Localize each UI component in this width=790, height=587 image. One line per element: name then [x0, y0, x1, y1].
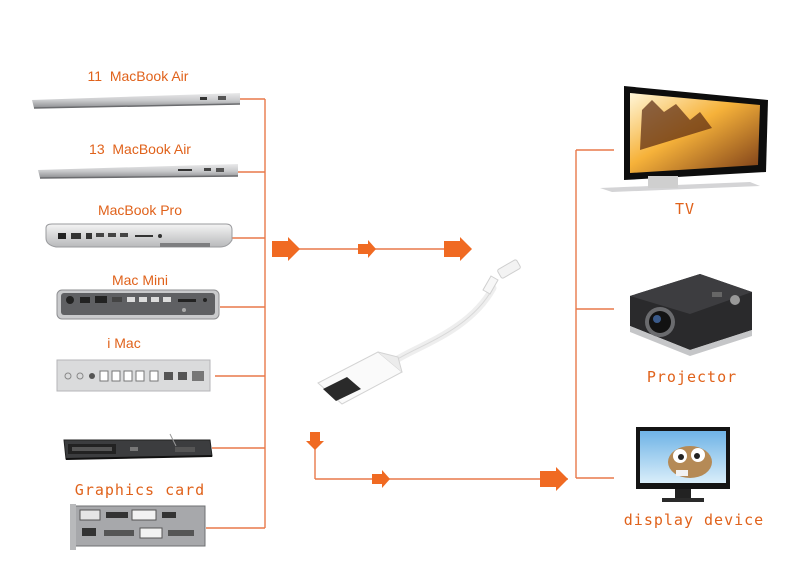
mac-mini-device — [56, 289, 220, 320]
tv-device — [600, 86, 768, 192]
label-macbook-air-11: 11 MacBook Air — [87, 68, 189, 84]
bottom-signal-arrow — [306, 432, 568, 491]
label-macbook-pro: MacBook Pro — [97, 202, 183, 218]
macbook-pro-device — [45, 223, 233, 248]
label-mac-mini: Mac Mini — [111, 272, 168, 288]
macbook-air-13-device — [38, 164, 239, 179]
label-tv: TV — [674, 200, 696, 218]
display-monitor-device — [636, 427, 730, 502]
imac-device — [56, 359, 211, 392]
label-display-device: display device — [623, 511, 765, 529]
mini-displayport-to-hdmi-adapter — [317, 259, 521, 405]
left-connector-lines — [206, 98, 266, 529]
right-connector-lines — [575, 149, 614, 479]
graphics-card-device — [70, 504, 206, 550]
label-projector: Projector — [646, 368, 738, 386]
label-macbook-air-13: 13 MacBook Air — [89, 141, 191, 157]
label-imac: i Mac — [107, 335, 141, 351]
projector-device — [630, 274, 752, 356]
top-signal-arrow — [272, 237, 472, 261]
label-graphics-card: Graphics card — [74, 481, 206, 499]
pc-laptop-device — [63, 433, 213, 460]
macbook-air-11-device — [32, 93, 241, 109]
